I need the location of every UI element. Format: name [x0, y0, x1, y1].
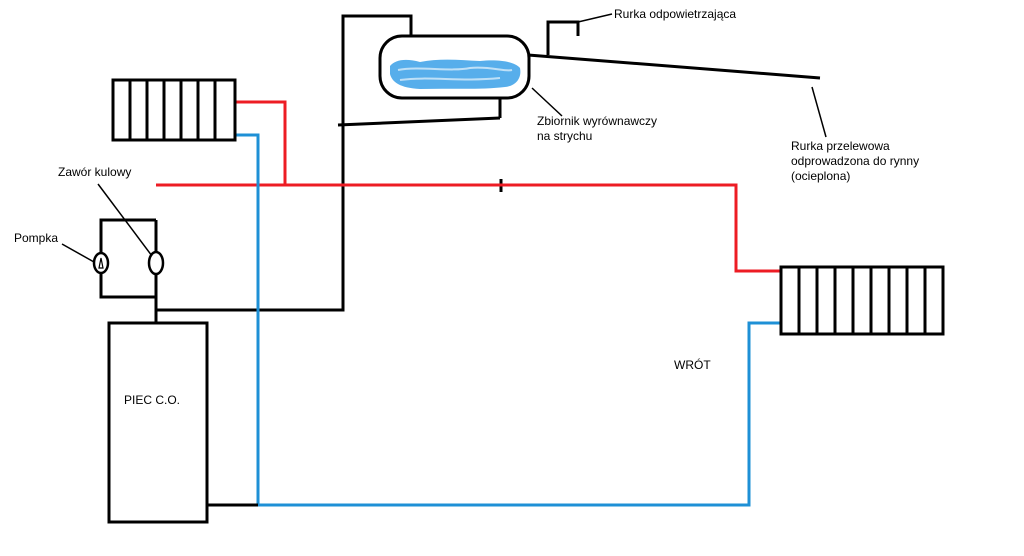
- overflow-pipe-label-line2: odprowadzona do rynny: [791, 154, 920, 168]
- pump-icon: [92, 251, 110, 275]
- supply-pipes: [156, 100, 781, 273]
- radiator-right: [779, 265, 945, 336]
- ball-valve-label: Zawór kulowy: [58, 165, 132, 179]
- radiator-upper-left: [111, 78, 237, 142]
- overflow-pipe-label-line3: (ocieplona): [791, 169, 851, 183]
- return-pipes: [235, 133, 781, 507]
- expansion-tank-label-line1: Zbiornik wyrównawczy: [537, 114, 658, 128]
- vent-pipe-label: Rurka odpowietrzająca: [614, 7, 737, 21]
- tank-water: [390, 59, 521, 89]
- expansion-tank-label-line2: na strychu: [537, 129, 593, 143]
- ball-valve-icon: [147, 250, 165, 276]
- black-pipes: [99, 14, 821, 507]
- boiler-label: PIEC C.O.: [124, 393, 181, 407]
- pump-label: Pompka: [14, 231, 59, 245]
- return-label: WRÓT: [674, 358, 711, 372]
- boiler: [107, 321, 209, 524]
- leader-lines: [61, 13, 827, 263]
- overflow-pipe-label-line1: Rurka przelewowa: [791, 139, 890, 153]
